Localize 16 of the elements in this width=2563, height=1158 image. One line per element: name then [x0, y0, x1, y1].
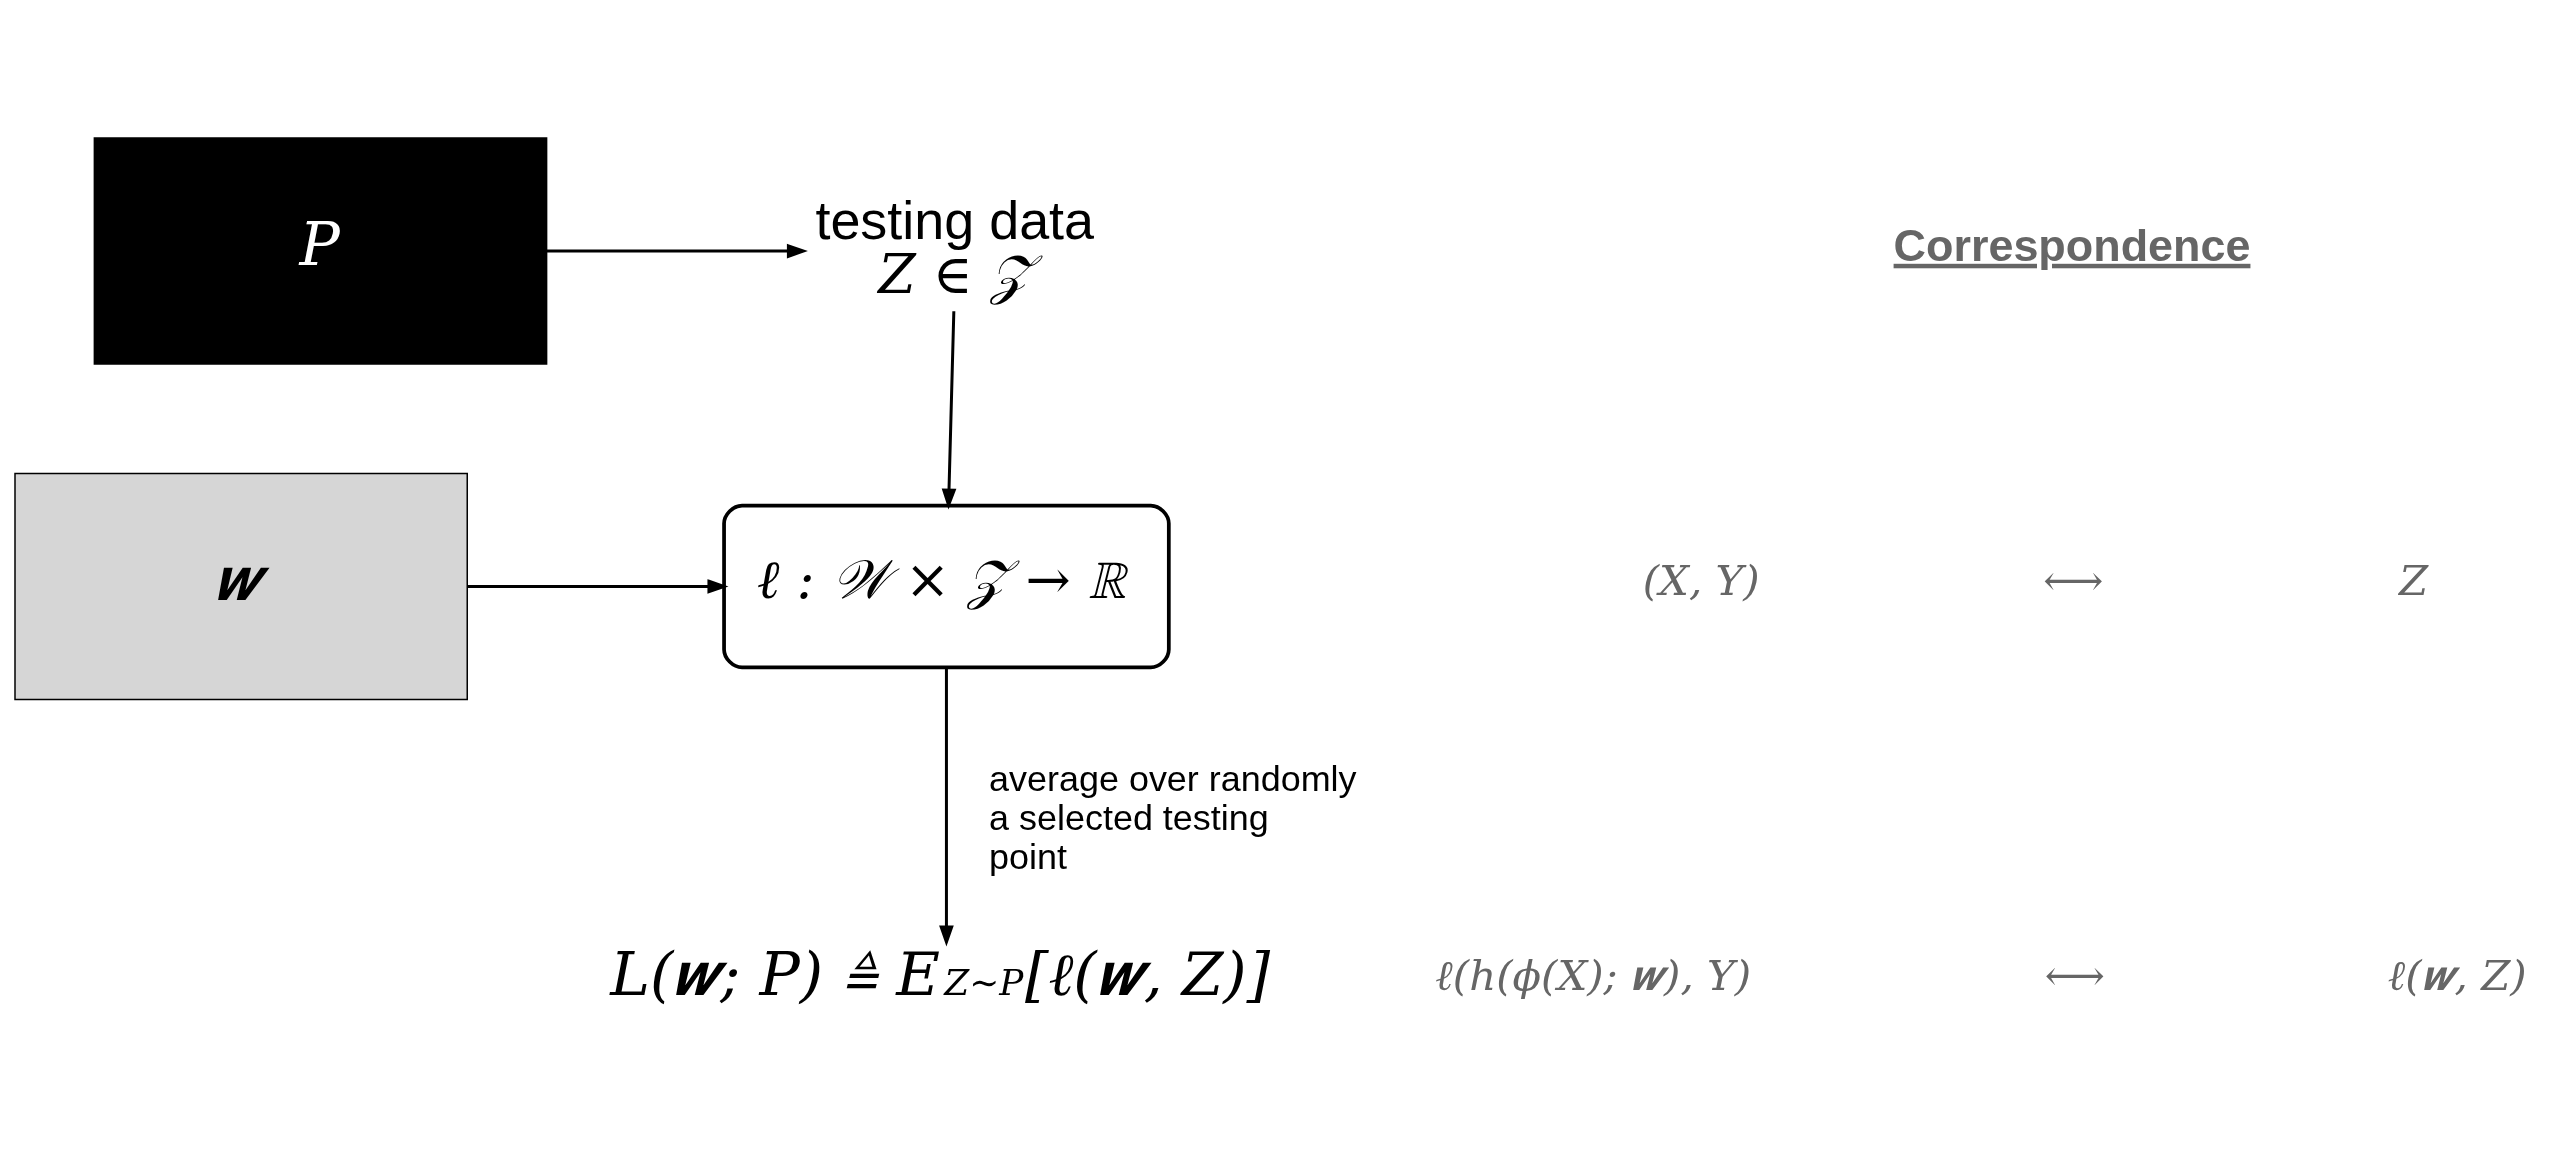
label: (X, Y)	[1642, 556, 1760, 606]
edge-label: average over randomly a selected testing point	[989, 758, 1357, 878]
label: ⟷	[2044, 950, 2105, 1000]
node-text: L(𝒘; P) ≜ EZ∼P[ℓ(𝒘, Z)]	[610, 938, 1271, 1009]
arrow	[941, 311, 957, 510]
label: ℓ(h(ϕ(X); 𝒘), Y)	[1435, 950, 1752, 1000]
arrow	[467, 579, 729, 594]
node-box: P	[93, 137, 548, 365]
label: Correspondence	[1893, 219, 2251, 271]
arrow	[546, 243, 808, 259]
node-box: ℓ : 𝒲 × 𝒵 → ℝ	[722, 503, 1171, 670]
label: Z	[2399, 556, 2429, 606]
node-box: 𝒘	[14, 472, 468, 701]
label: ⟷	[2043, 556, 2104, 606]
arrow	[939, 667, 954, 947]
label: ℓ(𝒘, Z)	[2387, 950, 2527, 1000]
